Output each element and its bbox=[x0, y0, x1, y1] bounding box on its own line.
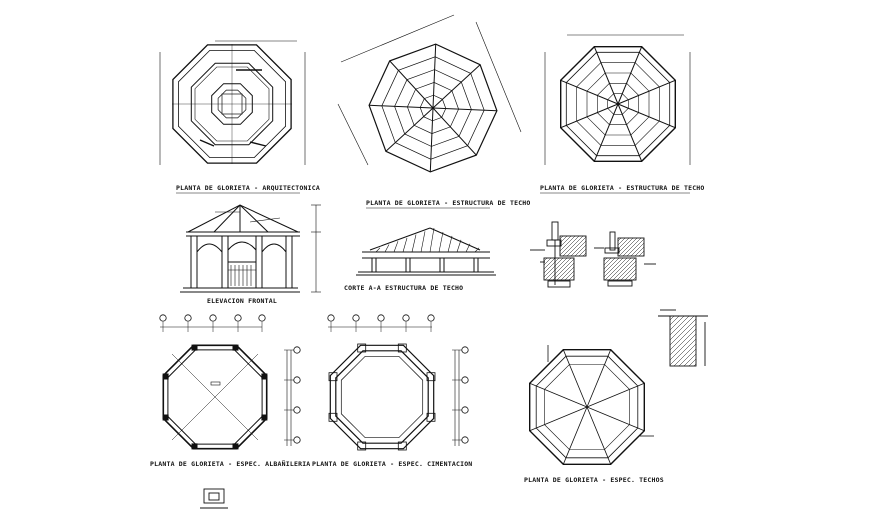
plan-roof-structure: PLANTA DE GLORIETA - ESTRUCTURA DE TECHO bbox=[337, 14, 531, 209]
plan-foundation: PLANTA DE GLORIETA - ESPEC. CIMENTACION bbox=[312, 314, 472, 468]
section-aa: CORTE A-A ESTRUCTURA DE TECHO bbox=[344, 227, 496, 292]
caption-plan-roof-spec: PLANTA DE GLORIETA - ESPEC. TECHOS bbox=[524, 476, 664, 484]
plan-roof-framing: PLANTA DE GLORIETA - ESTRUCTURA DE TECHO bbox=[540, 34, 705, 194]
caption-plan-walls: PLANTA DE GLORIETA - ESPEC. ALBAÑILERIA bbox=[150, 459, 310, 468]
caption-elevation-front: ELEVACION FRONTAL bbox=[207, 297, 277, 305]
plan-roof-spec: PLANTA DE GLORIETA - ESPEC. TECHOS bbox=[524, 345, 664, 484]
plan-walls: PLANTA DE GLORIETA - ESPEC. ALBAÑILERIA bbox=[150, 314, 310, 509]
caption-section-aa: CORTE A-A ESTRUCTURA DE TECHO bbox=[344, 284, 463, 292]
caption-plan-roof-framing: PLANTA DE GLORIETA - ESTRUCTURA DE TECHO bbox=[540, 184, 705, 192]
caption-plan-foundation: PLANTA DE GLORIETA - ESPEC. CIMENTACION bbox=[312, 460, 472, 468]
elevation-front: ELEVACION FRONTAL bbox=[180, 204, 321, 305]
construction-details bbox=[530, 221, 708, 367]
caption-plan-roof-structure: PLANTA DE GLORIETA - ESTRUCTURA DE TECHO bbox=[366, 199, 531, 207]
plan-architectural: PLANTA DE GLORIETA - ARQUITECTONICA bbox=[159, 40, 320, 194]
caption-plan-architectural: PLANTA DE GLORIETA - ARQUITECTONICA bbox=[176, 184, 320, 192]
